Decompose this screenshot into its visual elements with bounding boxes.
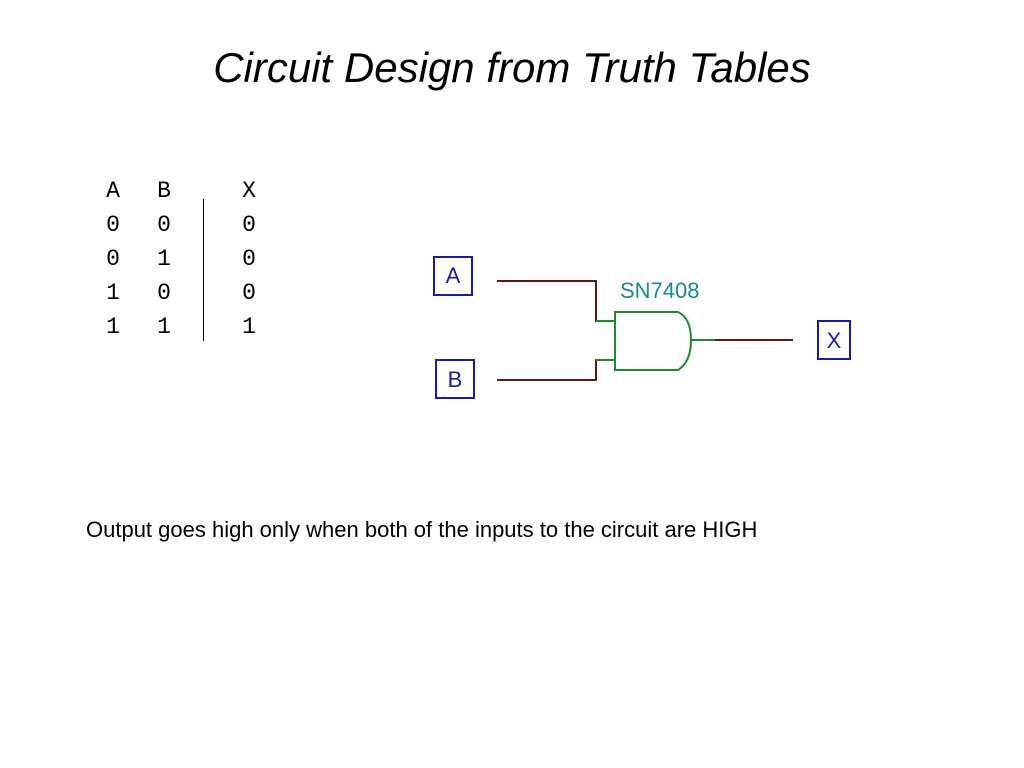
cell-x: 0	[242, 246, 256, 272]
cell-x: 0	[242, 280, 256, 306]
truth-table-divider	[203, 199, 204, 341]
slide-caption: Output goes high only when both of the i…	[86, 517, 758, 542]
chip-label: SN7408	[620, 278, 700, 303]
header-x: X	[242, 178, 256, 204]
input-pin-b: B	[435, 359, 475, 399]
output-pin-x: X	[817, 320, 851, 360]
truth-table-row: 1 0 0	[92, 278, 292, 312]
cell-b: 0	[157, 212, 171, 238]
cell-a: 1	[106, 314, 120, 340]
header-b: B	[157, 178, 171, 204]
truth-table-row: 1 1 1	[92, 312, 292, 346]
and-gate-symbol	[614, 311, 693, 371]
cell-a: 1	[106, 280, 120, 306]
slide-title: Circuit Design from Truth Tables	[213, 44, 811, 91]
input-pin-a: A	[433, 256, 473, 296]
truth-table-header-row: A B X	[92, 176, 292, 210]
cell-b: 1	[157, 314, 171, 340]
truth-table-row: 0 1 0	[92, 244, 292, 278]
input-b-wire	[497, 359, 615, 381]
cell-a: 0	[106, 212, 120, 238]
header-a: A	[106, 178, 120, 204]
cell-b: 1	[157, 246, 171, 272]
cell-a: 0	[106, 246, 120, 272]
truth-table-row: 0 0 0	[92, 210, 292, 244]
input-a-wire	[497, 280, 615, 322]
cell-x: 0	[242, 212, 256, 238]
cell-b: 0	[157, 280, 171, 306]
cell-x: 1	[242, 314, 256, 340]
